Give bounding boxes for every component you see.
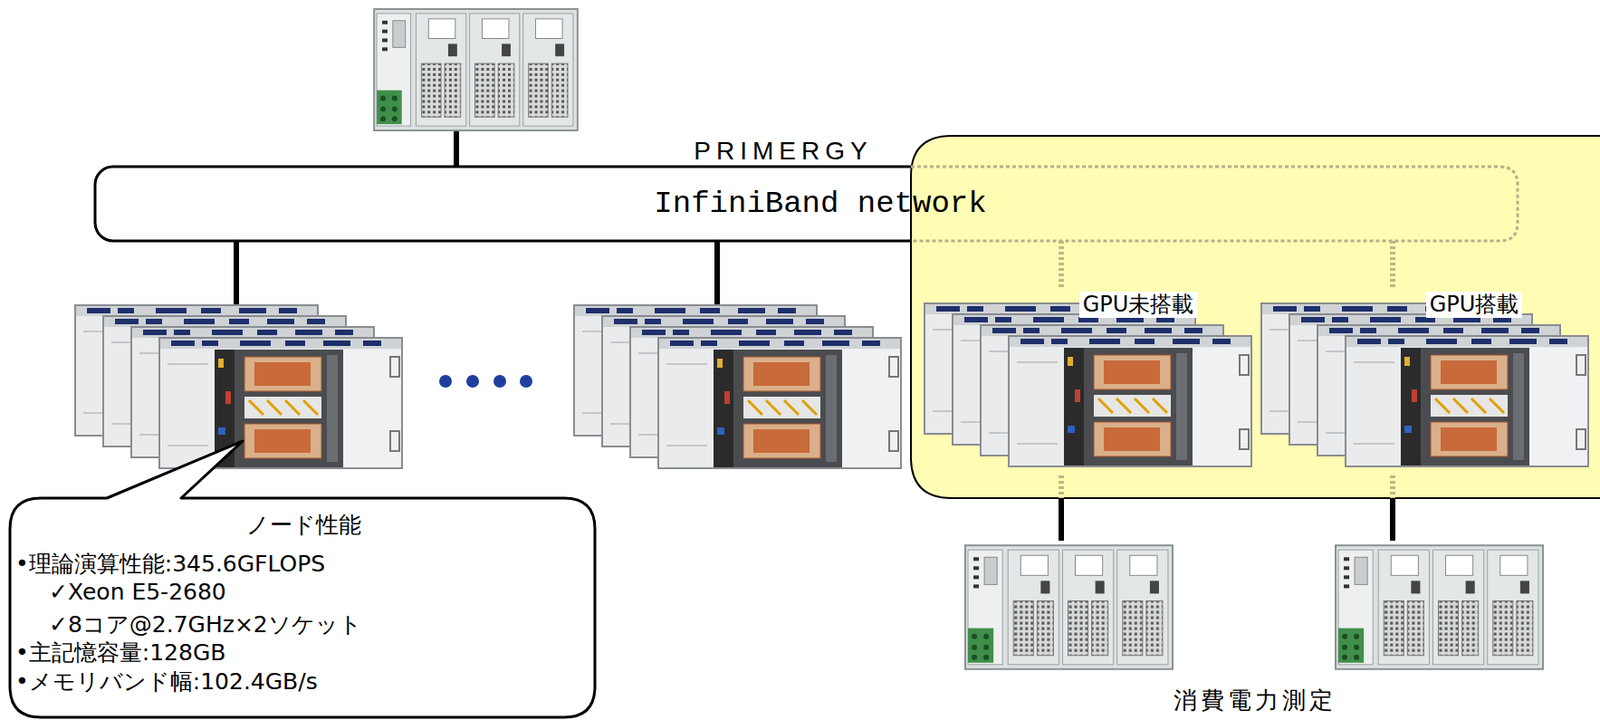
node-text: •主記憶容量:128GB — [15, 639, 226, 667]
node-heading: GPU搭載 — [1426, 291, 1524, 318]
dotted-connector — [1058, 240, 1064, 288]
spec-callout: ノード性能 •理論演算性能:345.6GFLOPS✓Xeon E5-2680 ✓8コ… — [9, 498, 595, 718]
node-text: ✓Xeon E5-2680 — [48, 578, 227, 606]
node-heading: InfiniBand network — [653, 185, 987, 223]
node-text: •メモリバンド幅:102.4GB/s — [15, 668, 318, 696]
network-band: InfiniBand network — [95, 166, 1518, 241]
measurement-caption: 消費電力測定 — [1173, 686, 1337, 715]
node-heading: GPU未搭載 — [1079, 291, 1198, 318]
server-group: GPU搭載 — [1260, 287, 1589, 476]
node-text: •理論演算性能:345.6GFLOPS — [15, 550, 326, 578]
system-name: PRIMERGY — [693, 135, 872, 167]
dotted-connector — [1389, 240, 1396, 288]
server-group: GPU未搭載 — [923, 287, 1252, 476]
node-text: ✓8コア@2.7GHz×2ソケット — [48, 611, 363, 639]
node-heading: ノード性能 — [246, 511, 362, 539]
